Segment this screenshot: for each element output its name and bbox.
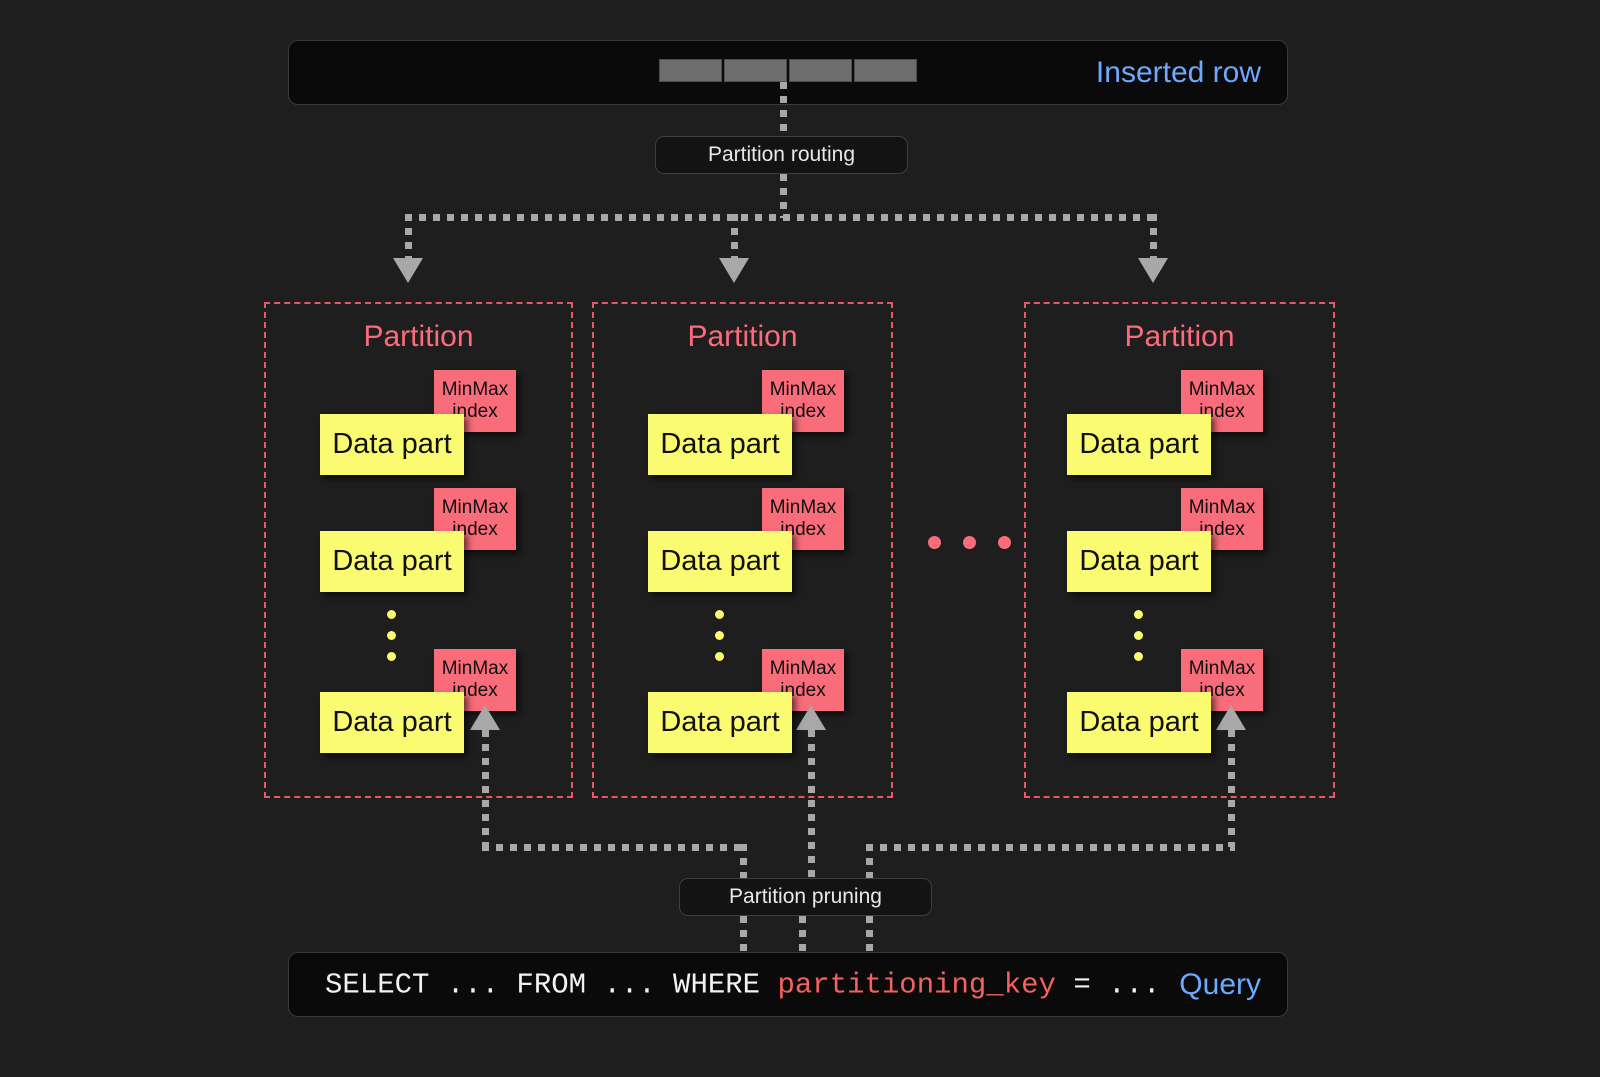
connector-routing-to-bus xyxy=(780,174,787,218)
minmax-line-1: MinMax xyxy=(441,497,509,519)
ellipsis-dot xyxy=(963,536,976,549)
data-part-label: Data part xyxy=(1079,706,1199,738)
row-cell xyxy=(854,59,917,82)
minmax-line-1: MinMax xyxy=(769,658,837,680)
ellipsis-dot xyxy=(928,536,941,549)
connector-bus-to-partition-1 xyxy=(405,214,412,262)
minmax-line-1: MinMax xyxy=(1188,379,1256,401)
arrow-up-partition-3 xyxy=(1216,705,1246,730)
routing-bus xyxy=(405,214,1157,221)
ellipsis-dot xyxy=(998,536,1011,549)
connector-bus-to-partition-2 xyxy=(731,214,738,262)
data-part-3-2: Data part xyxy=(1067,531,1211,592)
connector-partition-3-down xyxy=(1228,730,1235,847)
data-part-1-1: Data part xyxy=(320,414,464,475)
connector-pruning-to-query-right xyxy=(866,916,873,952)
query-statement: SELECT ... FROM ... WHERE partitioning_k… xyxy=(325,968,1160,1001)
row-cell xyxy=(724,59,787,82)
ellipsis-dot xyxy=(387,610,396,619)
data-part-1-3: Data part xyxy=(320,692,464,753)
data-part-1-2: Data part xyxy=(320,531,464,592)
minmax-line-1: MinMax xyxy=(769,379,837,401)
ellipsis-dot xyxy=(715,610,724,619)
data-part-3-3: Data part xyxy=(1067,692,1211,753)
query-partitioning-key: partitioning_key xyxy=(777,968,1056,1001)
data-part-label: Data part xyxy=(332,545,452,577)
arrow-down-partition-1 xyxy=(393,258,423,283)
data-part-2-3: Data part xyxy=(648,692,792,753)
query-panel: SELECT ... FROM ... WHERE partitioning_k… xyxy=(288,952,1288,1017)
partition-3-vertical-ellipsis xyxy=(1134,610,1143,661)
query-suffix: = ... xyxy=(1055,968,1161,1001)
partitions-horizontal-ellipsis xyxy=(928,536,1011,549)
connector-partition-2-down xyxy=(808,730,815,882)
inserted-row-cells xyxy=(659,59,917,82)
partition-pruning-box: Partition pruning xyxy=(679,878,932,916)
data-part-3-1: Data part xyxy=(1067,414,1211,475)
partition-title: Partition xyxy=(1124,320,1235,353)
connector-pruning-right-leg xyxy=(866,844,873,882)
inserted-row-label: Inserted row xyxy=(1095,55,1261,89)
ellipsis-dot xyxy=(387,631,396,640)
ellipsis-dot xyxy=(715,631,724,640)
query-label: Query xyxy=(1179,967,1261,1001)
arrow-up-partition-1 xyxy=(470,705,500,730)
arrow-up-partition-2 xyxy=(796,705,826,730)
data-part-2-2: Data part xyxy=(648,531,792,592)
ellipsis-dot xyxy=(1134,652,1143,661)
connector-pruning-to-query-center xyxy=(799,916,806,952)
connector-pruning-left-leg xyxy=(740,844,747,882)
minmax-line-1: MinMax xyxy=(769,497,837,519)
data-part-label: Data part xyxy=(660,428,780,460)
data-part-2-1: Data part xyxy=(648,414,792,475)
minmax-line-1: MinMax xyxy=(1188,658,1256,680)
partition-title: Partition xyxy=(363,320,474,353)
ellipsis-dot xyxy=(1134,631,1143,640)
inserted-row-panel: Inserted row xyxy=(288,40,1288,105)
partition-routing-label: Partition routing xyxy=(707,143,856,166)
data-part-label: Data part xyxy=(1079,428,1199,460)
connector-pruning-to-query-left xyxy=(740,916,747,952)
minmax-line-1: MinMax xyxy=(441,379,509,401)
connector-partition-1-down xyxy=(482,730,489,847)
ellipsis-dot xyxy=(1134,610,1143,619)
partition-routing-box: Partition routing xyxy=(655,136,908,174)
minmax-line-1: MinMax xyxy=(441,658,509,680)
partition-pruning-label: Partition pruning xyxy=(729,885,882,908)
data-part-label: Data part xyxy=(332,428,452,460)
partition-2-vertical-ellipsis xyxy=(715,610,724,661)
query-prefix: SELECT ... FROM ... WHERE xyxy=(325,968,778,1001)
partition-3: Partition xyxy=(1024,302,1335,798)
minmax-line-1: MinMax xyxy=(1188,497,1256,519)
ellipsis-dot xyxy=(715,652,724,661)
data-part-label: Data part xyxy=(660,706,780,738)
partition-2: Partition xyxy=(592,302,893,798)
partition-1-vertical-ellipsis xyxy=(387,610,396,661)
arrow-down-partition-2 xyxy=(719,258,749,283)
ellipsis-dot xyxy=(387,652,396,661)
connector-row-to-routing xyxy=(780,82,787,138)
arrow-down-partition-3 xyxy=(1138,258,1168,283)
data-part-label: Data part xyxy=(660,545,780,577)
row-cell xyxy=(789,59,852,82)
row-cell xyxy=(659,59,722,82)
connector-partition-3-to-pruning-bus xyxy=(866,844,1235,851)
partition-title: Partition xyxy=(687,320,798,353)
data-part-label: Data part xyxy=(1079,545,1199,577)
connector-bus-to-partition-3 xyxy=(1150,214,1157,262)
connector-partition-1-to-pruning-bus xyxy=(482,844,747,851)
partition-1: Partition xyxy=(264,302,573,798)
data-part-label: Data part xyxy=(332,706,452,738)
